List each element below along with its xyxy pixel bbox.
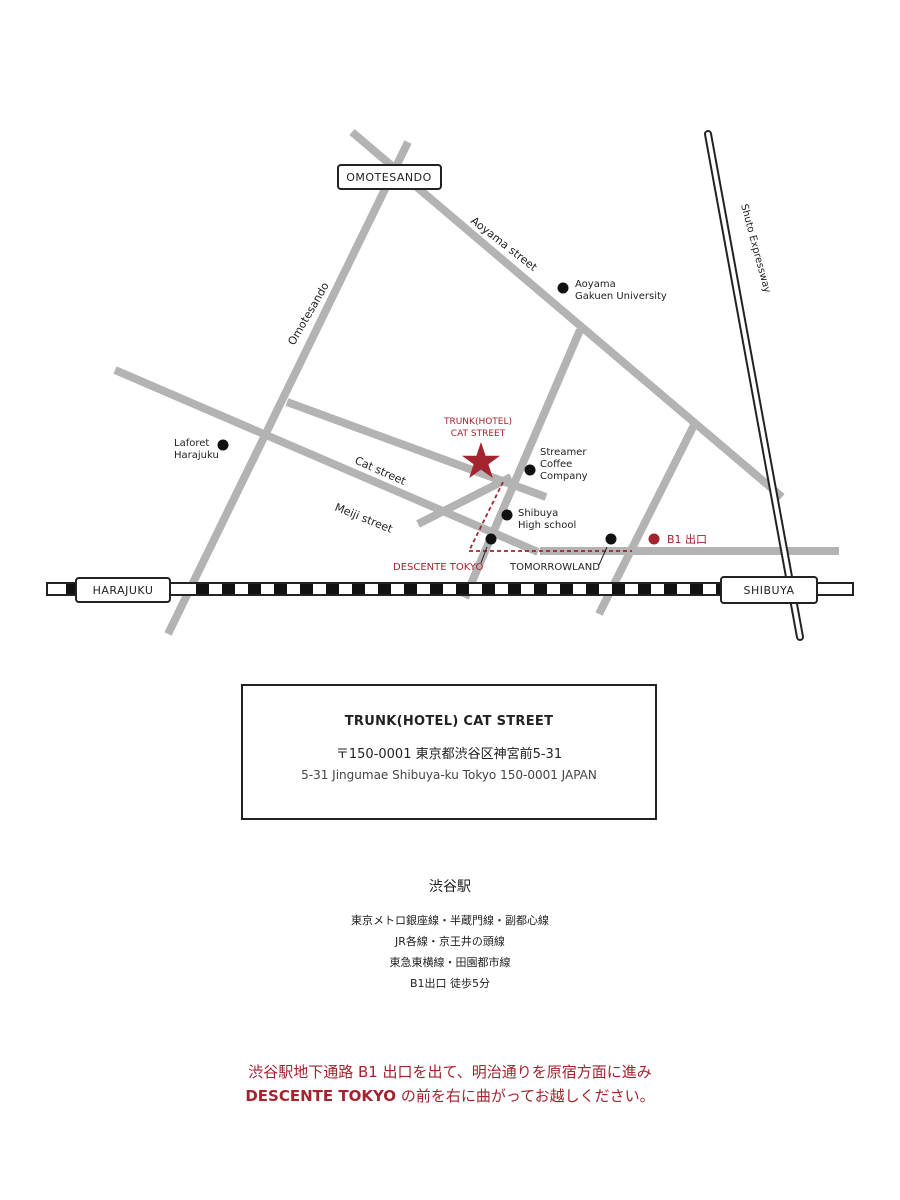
railway-tie <box>508 584 521 594</box>
railway-tie <box>66 584 79 594</box>
svg-text:High school: High school <box>518 520 576 531</box>
svg-text:B1 出口: B1 出口 <box>667 532 707 546</box>
address-title: TRUNK(HOTEL) CAT STREET <box>344 714 554 729</box>
svg-text:Streamer: Streamer <box>540 447 587 458</box>
label-shuto-expressway: Shuto Expressway <box>738 203 772 294</box>
svg-text:CAT STREET: CAT STREET <box>451 429 506 439</box>
address-japanese: 〒150-0001 東京都渋谷区神宮前5-31 <box>335 747 563 762</box>
svg-text:TRUNK(HOTEL): TRUNK(HOTEL) <box>443 417 512 427</box>
station-omotesando: OMOTESANDO <box>337 164 442 190</box>
railway-tie <box>612 584 625 594</box>
station-shibuya: SHIBUYA <box>720 576 818 604</box>
svg-text:Shibuya: Shibuya <box>518 508 558 519</box>
railway-tie <box>326 584 339 594</box>
road-branch-cat <box>416 473 513 528</box>
landmark-aoyama-gakuen: Aoyama Gakuen University <box>557 279 667 302</box>
svg-text:Company: Company <box>540 471 588 482</box>
railway-tie <box>430 584 443 594</box>
directions-line-1: 渋谷駅地下通路 B1 出口を出て、明治通りを原宿方面に進み <box>248 1063 652 1081</box>
svg-text:Aoyama: Aoyama <box>575 279 616 290</box>
railway-tie <box>534 584 547 594</box>
railway-tie <box>352 584 365 594</box>
address-english: 5-31 Jingumae Shibuya-ku Tokyo 150-0001 … <box>301 768 597 782</box>
railway-tie <box>196 584 209 594</box>
access-line: 東京メトロ銀座線・半蔵門線・副都心線 <box>351 914 549 927</box>
landmark-tomorrowland: TOMORROWLAND <box>509 533 617 573</box>
area-map: OMOTESANDO HARAJUKU SHIBUYA Aoyama stree… <box>46 128 854 641</box>
road-aoyama <box>349 128 785 501</box>
svg-text:SHIBUYA: SHIBUYA <box>744 584 795 597</box>
svg-text:Coffee: Coffee <box>540 459 572 470</box>
svg-text:OMOTESANDO: OMOTESANDO <box>346 171 432 184</box>
svg-text:DESCENTE TOKYO: DESCENTE TOKYO <box>393 562 483 573</box>
hotel-star-icon <box>462 442 500 478</box>
route-vertical <box>468 481 504 552</box>
railway-tie <box>248 584 261 594</box>
landmark-shibuya-high-school: Shibuya High school <box>501 508 576 531</box>
access-info: 渋谷駅 東京メトロ銀座線・半蔵門線・副都心線 JR各線・京王井の頭線 東急東横線… <box>0 876 900 994</box>
railway-tie <box>222 584 235 594</box>
label-meiji-street: Meiji street <box>333 501 395 536</box>
directions-text: 渋谷駅地下通路 B1 出口を出て、明治通りを原宿方面に進み DESCENTE T… <box>0 1060 900 1108</box>
railway-tie <box>586 584 599 594</box>
railway-tie <box>482 584 495 594</box>
address-box: TRUNK(HOTEL) CAT STREET 〒150-0001 東京都渋谷区… <box>241 684 657 820</box>
railway-tie <box>378 584 391 594</box>
railway-tie <box>690 584 703 594</box>
railway-tie <box>664 584 677 594</box>
hotel-marker: TRUNK(HOTEL) CAT STREET <box>443 417 512 478</box>
landmark-streamer-coffee: Streamer Coffee Company <box>524 447 588 482</box>
svg-text:TOMORROWLAND: TOMORROWLAND <box>509 562 600 573</box>
railway-tie <box>638 584 651 594</box>
landmark-descente-tokyo: DESCENTE TOKYO <box>393 533 497 573</box>
access-line: JR各線・京王井の頭線 <box>395 935 505 948</box>
directions-line-2-rest: の前を右に曲がってお越しください。 <box>396 1087 655 1105</box>
directions-line-2: DESCENTE TOKYO の前を右に曲がってお越しください。 <box>0 1084 900 1108</box>
railway-line <box>46 582 854 596</box>
road-omotesando <box>164 140 412 636</box>
railway-tie <box>274 584 287 594</box>
svg-text:HARAJUKU: HARAJUKU <box>93 584 154 597</box>
svg-text:Laforet: Laforet <box>174 438 209 449</box>
railway-tie <box>300 584 313 594</box>
access-line: B1出口 徒歩5分 <box>409 977 491 990</box>
access-line: 東急東横線・田園都市線 <box>389 956 511 969</box>
station-harajuku: HARAJUKU <box>75 577 171 603</box>
access-station-title: 渋谷駅 <box>429 879 471 895</box>
railway-tie <box>456 584 469 594</box>
svg-text:Gakuen University: Gakuen University <box>575 291 667 302</box>
directions-landmark: DESCENTE TOKYO <box>245 1087 397 1105</box>
road-upper-diagonal <box>113 366 540 556</box>
railway-tie <box>404 584 417 594</box>
svg-text:Harajuku: Harajuku <box>174 450 219 461</box>
landmark-laforet: Laforet Harajuku <box>174 438 229 461</box>
landmark-b1-exit: B1 出口 <box>648 532 707 546</box>
railway-tie <box>560 584 573 594</box>
